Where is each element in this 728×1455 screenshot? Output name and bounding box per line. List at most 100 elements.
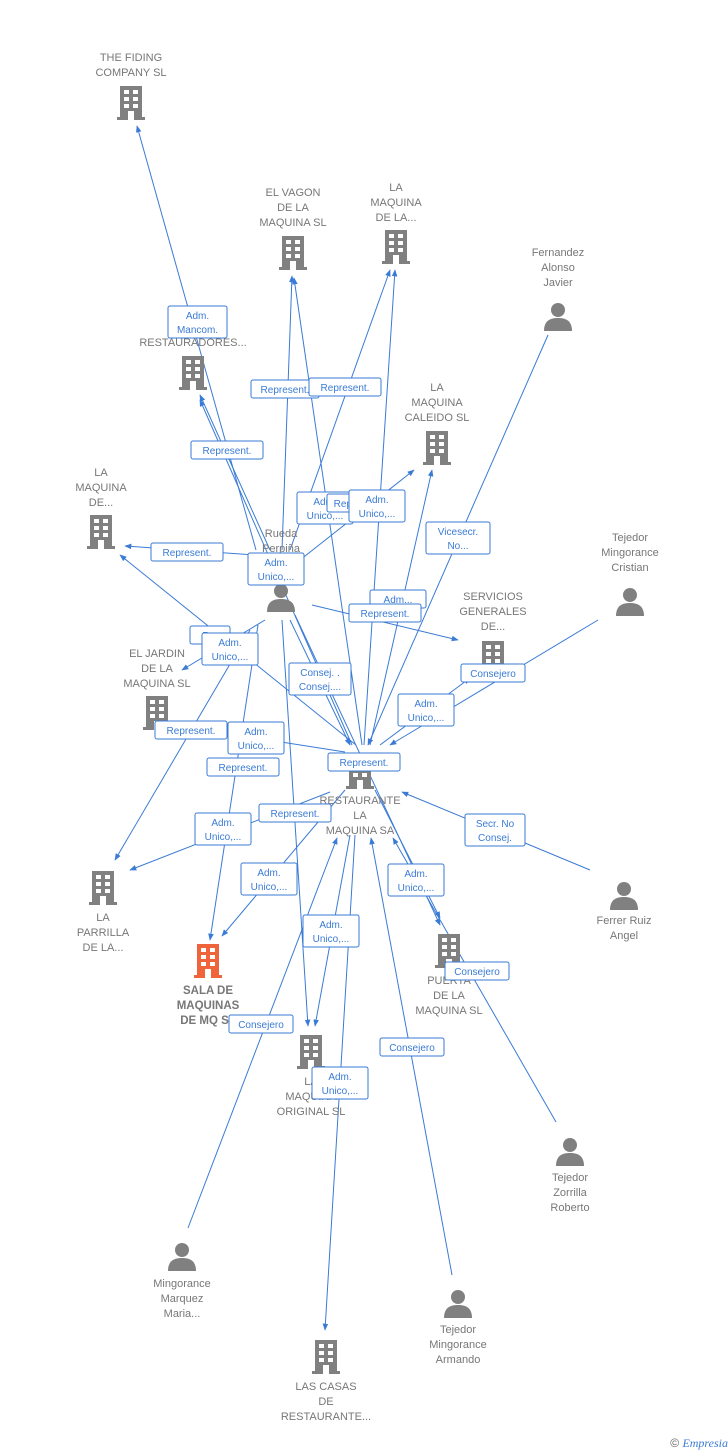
edge-label[interactable]: Represent. — [327, 752, 401, 772]
edge-label[interactable]: Adm.Unico,... — [227, 721, 285, 755]
edge-label[interactable]: Adm.Unico,... — [194, 812, 252, 846]
copyright-icon: © — [670, 1436, 680, 1450]
edge-label[interactable]: Represent. — [308, 377, 382, 397]
edge-label-text: Adm.Unico,... — [322, 1072, 359, 1097]
node-label-line: DE LA — [433, 990, 465, 1002]
edge-label[interactable]: Represent. — [190, 440, 264, 460]
edge-label[interactable]: Adm.Unico,... — [348, 489, 406, 523]
edge-label[interactable]: Adm.Unico,... — [397, 693, 455, 727]
edge-label[interactable]: Adm.Mancom. — [167, 305, 228, 339]
edge-label-box — [302, 914, 360, 948]
node-label-line: Cristian — [611, 562, 648, 574]
node-label-line: SERVICIOS — [463, 591, 523, 603]
edge-label[interactable]: Consejero — [228, 1014, 294, 1034]
edge-label-line: Adm. — [218, 638, 241, 649]
edge-label[interactable]: Adm.Unico,... — [387, 863, 445, 897]
edge — [374, 789, 441, 919]
edge-label[interactable]: Adm.Unico,... — [302, 914, 360, 948]
edge-label-text: Consej. .Consej.... — [299, 668, 341, 693]
edge-label-text: Adm.Unico,... — [359, 495, 396, 520]
edge-label-line: Unico,... — [359, 509, 396, 520]
person-icon — [444, 1290, 472, 1318]
edge-label-line: Rep... — [334, 499, 361, 510]
edge-label-line: Unico,... — [205, 832, 242, 843]
edge-label-text: Represent. — [203, 446, 252, 457]
node-label-line: PARRILLA — [77, 927, 130, 939]
edge-label-box — [150, 542, 224, 562]
edge-label[interactable]: Vicesecr.No... — [425, 521, 491, 555]
node-label-line: MAQUINA — [370, 197, 422, 209]
building-icon — [117, 86, 145, 120]
edge-label[interactable]: Represent. — [206, 757, 280, 777]
edge-label-line: Represent. — [271, 809, 320, 820]
edge-label-line: Adm. — [186, 311, 209, 322]
edge-label-line: Represent. — [321, 383, 370, 394]
edge-label[interactable]: Adm.Unico,... — [311, 1066, 369, 1100]
edge-label-box — [308, 377, 382, 397]
edge-label-box — [154, 720, 228, 740]
edge-label[interactable]: Represent. — [150, 542, 224, 562]
edge-label[interactable]: Adm.Unico,... — [240, 862, 298, 896]
edge-label[interactable]: Adm. Unico,... — [201, 632, 259, 666]
edge-label-line: Consejero — [470, 669, 516, 680]
edge-label-line: No... — [447, 541, 468, 552]
node-label-line: DE LA — [277, 202, 309, 214]
node-label-line: RESTAURANTE — [319, 795, 400, 807]
edge-label-box — [387, 863, 445, 897]
edge — [199, 394, 271, 551]
edge-label-text: Consejero — [454, 967, 500, 978]
node-label-line: DE LA... — [83, 942, 124, 954]
node-label-line: LA — [389, 182, 403, 194]
node-label-line: Tejedor — [440, 1324, 476, 1336]
node-label-line: Javier — [543, 277, 573, 289]
edge-label[interactable]: Secr. No Consej. — [464, 813, 526, 847]
node-label-line: COMPANY SL — [95, 67, 166, 79]
edge-label-text: Vicesecr.No... — [438, 527, 478, 552]
edge-label[interactable]: Adm.Unico,... — [247, 552, 305, 586]
edge-label[interactable]: Represent. — [154, 720, 228, 740]
edge-label-text: Represent. — [219, 763, 268, 774]
edge-label-text: Adm.Mancom. — [177, 311, 218, 336]
edge-label-box — [444, 961, 510, 981]
edge-label[interactable]: Represent. — [348, 603, 422, 623]
edge-label-box — [348, 489, 406, 523]
node-label-line: Zorrilla — [553, 1187, 587, 1199]
edge-label[interactable]: Represent. — [258, 803, 332, 823]
node-label-line: Tejedor — [612, 532, 648, 544]
edge-label-line: Consej. — [478, 833, 512, 844]
brand-logo[interactable]: Empresia — [682, 1436, 728, 1450]
edge-label[interactable]: Consejero — [444, 961, 510, 981]
node-label-line: Tejedor — [552, 1172, 588, 1184]
edge-label-line: Unico,... — [212, 652, 249, 663]
edge-label-box — [311, 1066, 369, 1100]
edge-label[interactable]: Consejero — [379, 1037, 445, 1057]
node-label-line: DE — [318, 1396, 333, 1408]
node-label-line: MAQUINA SL — [415, 1005, 482, 1017]
edge-label[interactable]: Consej. .Consej.... — [288, 662, 352, 696]
edge-label-line: Secr. No — [476, 819, 515, 830]
building-icon — [423, 431, 451, 465]
edge-label[interactable]: Consejero — [460, 663, 526, 683]
